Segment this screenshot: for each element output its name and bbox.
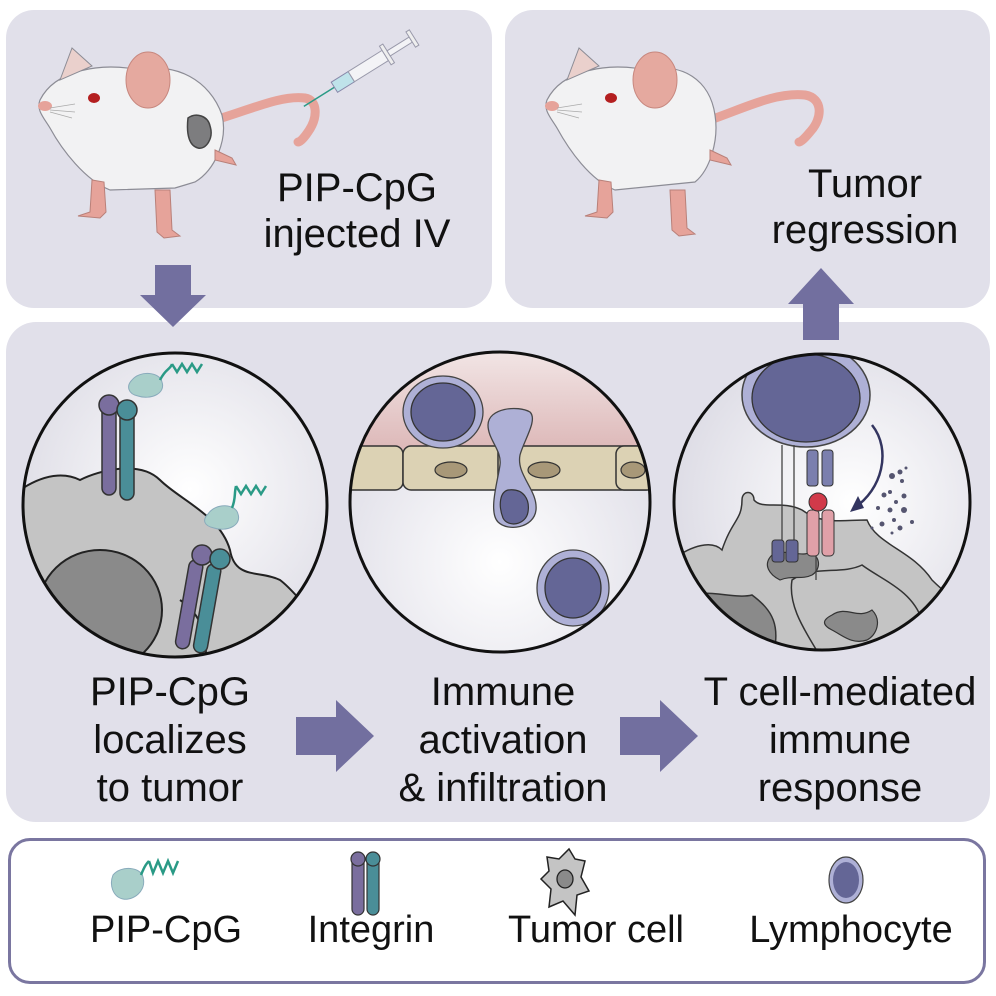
step-3-line3: response bbox=[757, 766, 923, 810]
right-arrow-icon-2 bbox=[620, 700, 698, 772]
t-cell-response-circle-icon bbox=[672, 352, 972, 652]
step-3-line1: T cell-mediated bbox=[703, 670, 977, 714]
legend-label-tumor-cell: Tumor cell bbox=[508, 909, 684, 951]
healthy-mouse-icon bbox=[545, 47, 824, 237]
pip-cpg-icon bbox=[110, 857, 180, 900]
legend: PIP-CpG Integrin Tumor cell Lymphocyte bbox=[8, 838, 986, 984]
lymphocyte-icon bbox=[828, 856, 864, 904]
step-2-line2: activation bbox=[418, 718, 588, 762]
regression-caption-line2: regression bbox=[771, 208, 959, 252]
step-2-line3: & infiltration bbox=[398, 766, 608, 810]
down-arrow-icon bbox=[140, 265, 206, 327]
immune-infiltration-circle-icon bbox=[348, 350, 652, 654]
right-arrow-icon-1 bbox=[296, 700, 374, 772]
tumor-cell-icon bbox=[539, 847, 591, 917]
up-arrow-icon bbox=[788, 268, 854, 340]
cytokine-dots-icon bbox=[870, 466, 914, 535]
syringe-icon bbox=[303, 29, 420, 107]
step-1-line3: to tumor bbox=[96, 766, 244, 810]
legend-label-lymphocyte: Lymphocyte bbox=[749, 909, 953, 951]
legend-label-pip-cpg: PIP-CpG bbox=[89, 909, 243, 951]
integrin-icon bbox=[350, 851, 381, 916]
mouse-with-tumor-icon bbox=[38, 47, 320, 239]
step-1-line2: localizes bbox=[93, 718, 247, 762]
injection-caption-line1: PIP-CpG bbox=[276, 166, 438, 210]
tumor-binding-circle-icon bbox=[21, 351, 329, 659]
injection-caption-line2: injected IV bbox=[263, 212, 451, 256]
legend-label-integrin: Integrin bbox=[307, 909, 435, 951]
regression-caption-line1: Tumor bbox=[807, 162, 923, 206]
step-3-line2: immune bbox=[768, 718, 912, 762]
step-1-line1: PIP-CpG bbox=[89, 670, 251, 714]
step-2-line1: Immune bbox=[430, 670, 576, 714]
